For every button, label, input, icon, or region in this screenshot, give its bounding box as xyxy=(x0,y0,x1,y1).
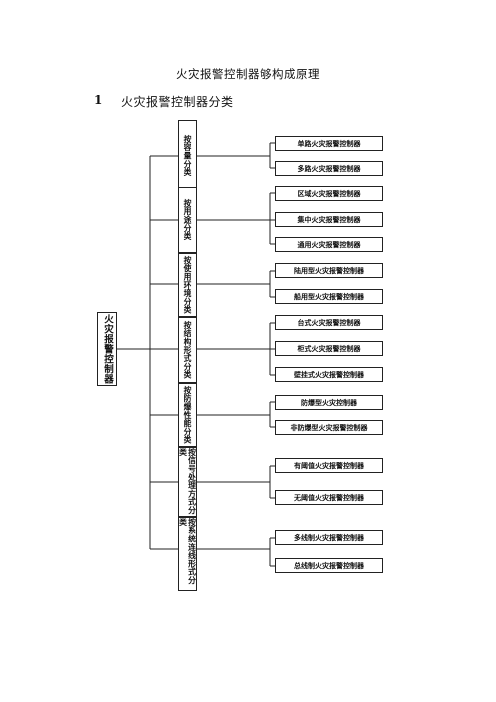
category-signal-processing: 按信号处理方式分类 xyxy=(178,447,197,517)
root-node: 火灾报警控制器 xyxy=(97,312,117,386)
category-environment: 按使用环境分类 xyxy=(178,253,197,317)
leaf-item: 总线制火灾报警控制器 xyxy=(275,558,383,573)
category-explosion-proof: 按防爆性能分类 xyxy=(178,383,197,447)
section-number: 1 xyxy=(94,93,103,107)
category-capacity: 按容量分类 xyxy=(178,120,197,192)
leaf-item: 船用型火灾报警控制器 xyxy=(275,289,383,304)
leaf-item: 陆用型火灾报警控制器 xyxy=(275,263,383,278)
leaf-item: 柜式火灾报警控制器 xyxy=(275,341,383,356)
leaf-item: 无阈值火灾报警控制器 xyxy=(275,490,383,505)
leaf-item: 区域火灾报警控制器 xyxy=(275,186,383,201)
leaf-item: 多路火灾报警控制器 xyxy=(275,161,383,176)
category-wiring: 按系统连线形式分类 xyxy=(178,517,197,591)
leaf-item: 台式火灾报警控制器 xyxy=(275,315,383,330)
leaf-item: 非防爆型火灾报警控制器 xyxy=(275,420,383,435)
leaf-item: 集中火灾报警控制器 xyxy=(275,212,383,227)
leaf-item: 壁挂式火灾报警控制器 xyxy=(275,367,383,382)
category-purpose: 按用途分类 xyxy=(178,187,197,253)
leaf-item: 有阈值火灾报警控制器 xyxy=(275,458,383,473)
leaf-item: 多线制火灾报警控制器 xyxy=(275,530,383,545)
category-structure: 按结构形式分类 xyxy=(178,317,197,383)
section-title: 火灾报警控制器分类 xyxy=(121,95,234,109)
document-title: 火灾报警控制器够构成原理 xyxy=(176,67,320,81)
leaf-item: 单路火灾报警控制器 xyxy=(275,136,383,151)
leaf-item: 通用火灾报警控制器 xyxy=(275,237,383,252)
leaf-item: 防爆型火灾控制器 xyxy=(275,395,383,410)
